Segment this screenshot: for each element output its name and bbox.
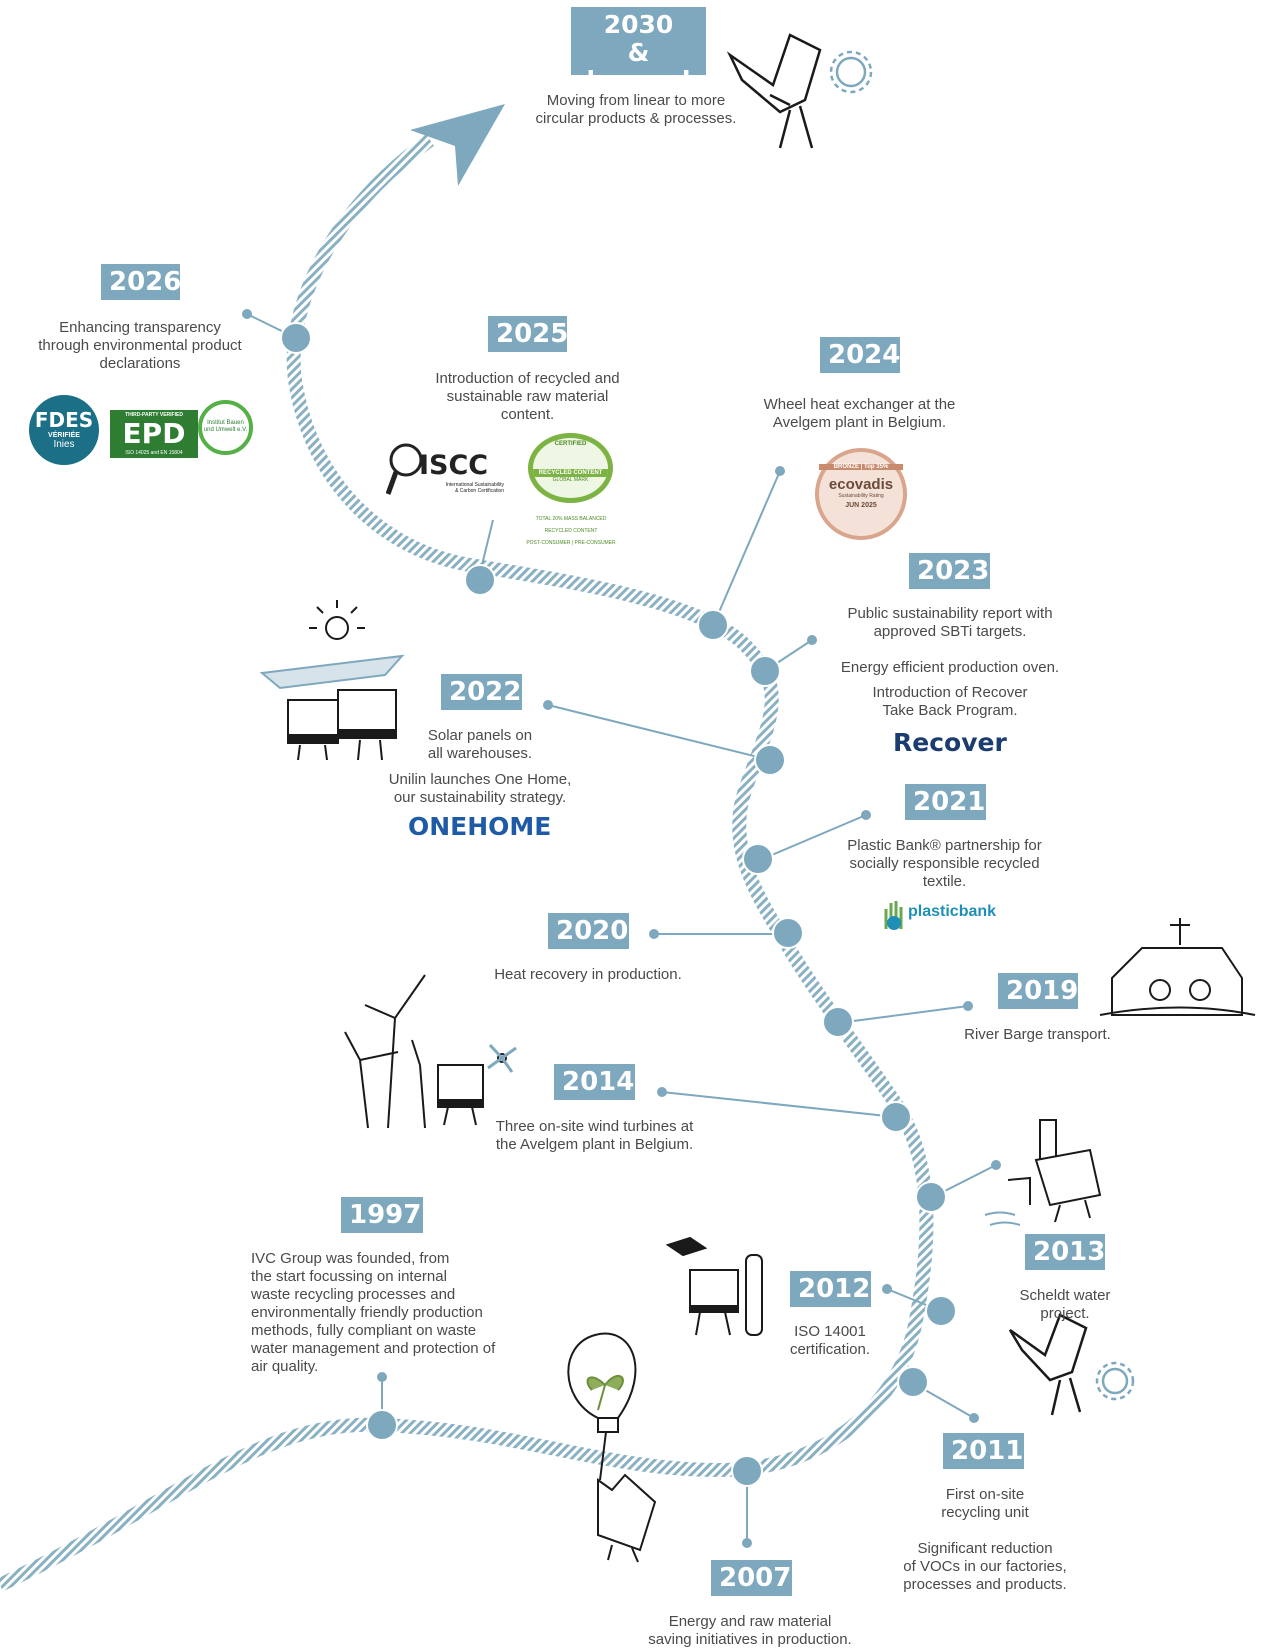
text-2022-onehome: Unilin launches One Home, our sustainabi…: [388, 771, 572, 806]
year-badge-2019: 2019: [998, 973, 1078, 1009]
dot-2021: [742, 843, 774, 875]
solar-panel-illustration: [259, 600, 405, 761]
year-badge-2012: 2012: [790, 1271, 871, 1307]
hand-leaf-icon: [884, 901, 903, 930]
wind-turbine-illustration: [344, 974, 517, 1129]
year-badge-2024: 2024: [820, 337, 900, 373]
recycled-content-seal: CERTIFIED RECYCLED CONTENT GLOBAL MARK: [528, 433, 613, 503]
text-2012: ISO 14001 certification.: [789, 1323, 871, 1358]
epd-institute-logo: Institut Bauen und Umwelt e.V.: [198, 400, 253, 455]
barge-illustration: [1099, 918, 1256, 1016]
year-badge-2007: 2007: [711, 1560, 792, 1596]
iscc-title: ISCC: [419, 450, 489, 481]
plasticbank-wordmark: plasticbank: [908, 903, 997, 920]
text-2022-solar: Solar panels on all warehouses.: [427, 727, 533, 762]
dot-2026: [280, 322, 312, 354]
dot-2020: [772, 917, 804, 949]
character-2030-illustration: [726, 33, 873, 149]
recycled-note: TOTAL 20% MASS BALANCED RECYCLED CONTENT…: [516, 510, 626, 552]
dot-1997: [366, 1409, 398, 1441]
recycled-note-line3: POST-CONSUMER | PRE-CONSUMER: [526, 540, 616, 546]
dot-2011: [897, 1366, 929, 1398]
epd-title: EPD: [122, 417, 186, 450]
magnifier-icon: [386, 443, 422, 495]
ecovadis-medal: BRONZE | Top 35% ecovadis Sustainability…: [815, 448, 907, 540]
text-2011-voc: Significant reduction of VOCs in our fac…: [903, 1540, 1067, 1593]
dot-2022: [754, 744, 786, 776]
dot-2023: [749, 655, 781, 687]
fdes-title: FDES: [34, 408, 94, 432]
text-2023-report: Public sustainability report with approv…: [847, 605, 1053, 640]
fdes-subtitle: VÉRIFIÉE: [48, 432, 80, 439]
year-badge-2022: 2022: [441, 674, 522, 710]
text-2026: Enhancing transparency through environme…: [38, 319, 242, 372]
ecovadis-title: ecovadis: [828, 476, 894, 493]
road-path: [0, 134, 934, 1592]
dot-2019: [822, 1006, 854, 1038]
text-2025: Introduction of recycled and sustainable…: [435, 370, 620, 423]
fdes-inies: Inies: [53, 439, 75, 450]
text-1997: IVC Group was founded, from the start fo…: [251, 1250, 496, 1375]
year-badge-2023: 2023: [909, 553, 990, 589]
iscc-subtitle: International Sustainability & Carbon Ce…: [445, 482, 504, 494]
text-2024: Wheel heat exchanger at the Avelgem plan…: [763, 396, 956, 431]
year-badge-2021: 2021: [905, 784, 986, 820]
recycling-character-illustration: [1008, 1313, 1135, 1416]
text-2013: Scheldt water project.: [1019, 1287, 1111, 1322]
dot-2012: [925, 1295, 957, 1327]
text-2007: Energy and raw material saving initiativ…: [648, 1613, 852, 1648]
recycled-band: RECYCLED CONTENT: [533, 469, 608, 477]
text-2011-recycling: First on-site recycling unit: [941, 1486, 1029, 1521]
epd-institute-label: Institut Bauen und Umwelt e.V.: [203, 420, 248, 433]
year-badge-2014: 2014: [554, 1064, 635, 1100]
epd-top: THIRD-PARTY VERIFIED: [125, 412, 183, 418]
water-character-illustration: [984, 1119, 1102, 1226]
dot-2014: [880, 1101, 912, 1133]
graduation-character-illustration: [665, 1236, 763, 1336]
year-badge-1997: 1997: [341, 1197, 423, 1233]
text-2019: River Barge transport.: [964, 1026, 1111, 1043]
ecovadis-top: BRONZE | Top 35%: [819, 464, 903, 470]
year-badge-2025: 2025: [488, 316, 568, 352]
year-badge-2013: 2013: [1025, 1234, 1105, 1270]
recycled-sub: GLOBAL MARK: [552, 477, 589, 483]
ecovadis-date: JUN 2025: [845, 502, 877, 509]
dot-2024: [697, 609, 729, 641]
year-badge-2026: 2026: [101, 264, 181, 300]
road-arrowhead: [410, 104, 505, 186]
text-2023-oven: Energy efficient production oven.: [840, 659, 1060, 676]
iscc-logo: ISCC International Sustainability & Carb…: [386, 442, 506, 502]
recycled-top: CERTIFIED: [554, 441, 587, 447]
fdes-logo: FDES VÉRIFIÉE Inies: [29, 395, 99, 465]
text-2014: Three on-site wind turbines at the Avelg…: [495, 1118, 694, 1153]
ecovadis-rating: Sustainability Rating: [838, 493, 884, 499]
recover-logo: Recover: [893, 728, 1007, 757]
text-2030: Moving from linear to more circular prod…: [535, 92, 737, 127]
lightbulb-character-illustration: [567, 1332, 657, 1563]
year-badge-2011: 2011: [943, 1433, 1024, 1469]
year-2030-line1: 2030: [603, 10, 674, 39]
year-badge-2030: 2030 & beyond: [571, 7, 706, 95]
dot-2007: [731, 1455, 763, 1487]
dot-2025: [464, 564, 496, 596]
text-2020: Heat recovery in production.: [494, 966, 682, 983]
dot-2013: [915, 1181, 947, 1213]
plasticbank-logo: plasticbank: [880, 895, 1020, 931]
text-2021: Plastic Bank® partnership for socially r…: [847, 837, 1042, 890]
onehome-logo: ONEHOME: [408, 812, 552, 841]
recycled-note-line2: RECYCLED CONTENT: [544, 528, 598, 534]
year-badge-2020: 2020: [548, 913, 629, 949]
epd-logo: THIRD-PARTY VERIFIED EPD ISO 14025 and E…: [110, 410, 198, 458]
recycled-note-line1: TOTAL 20% MASS BALANCED: [535, 516, 607, 522]
epd-bottom: ISO 14025 and EN 15804: [125, 450, 183, 456]
year-2030-line2: & beyond: [586, 38, 691, 95]
text-2023-recover: Introduction of Recover Take Back Progra…: [872, 684, 1028, 719]
